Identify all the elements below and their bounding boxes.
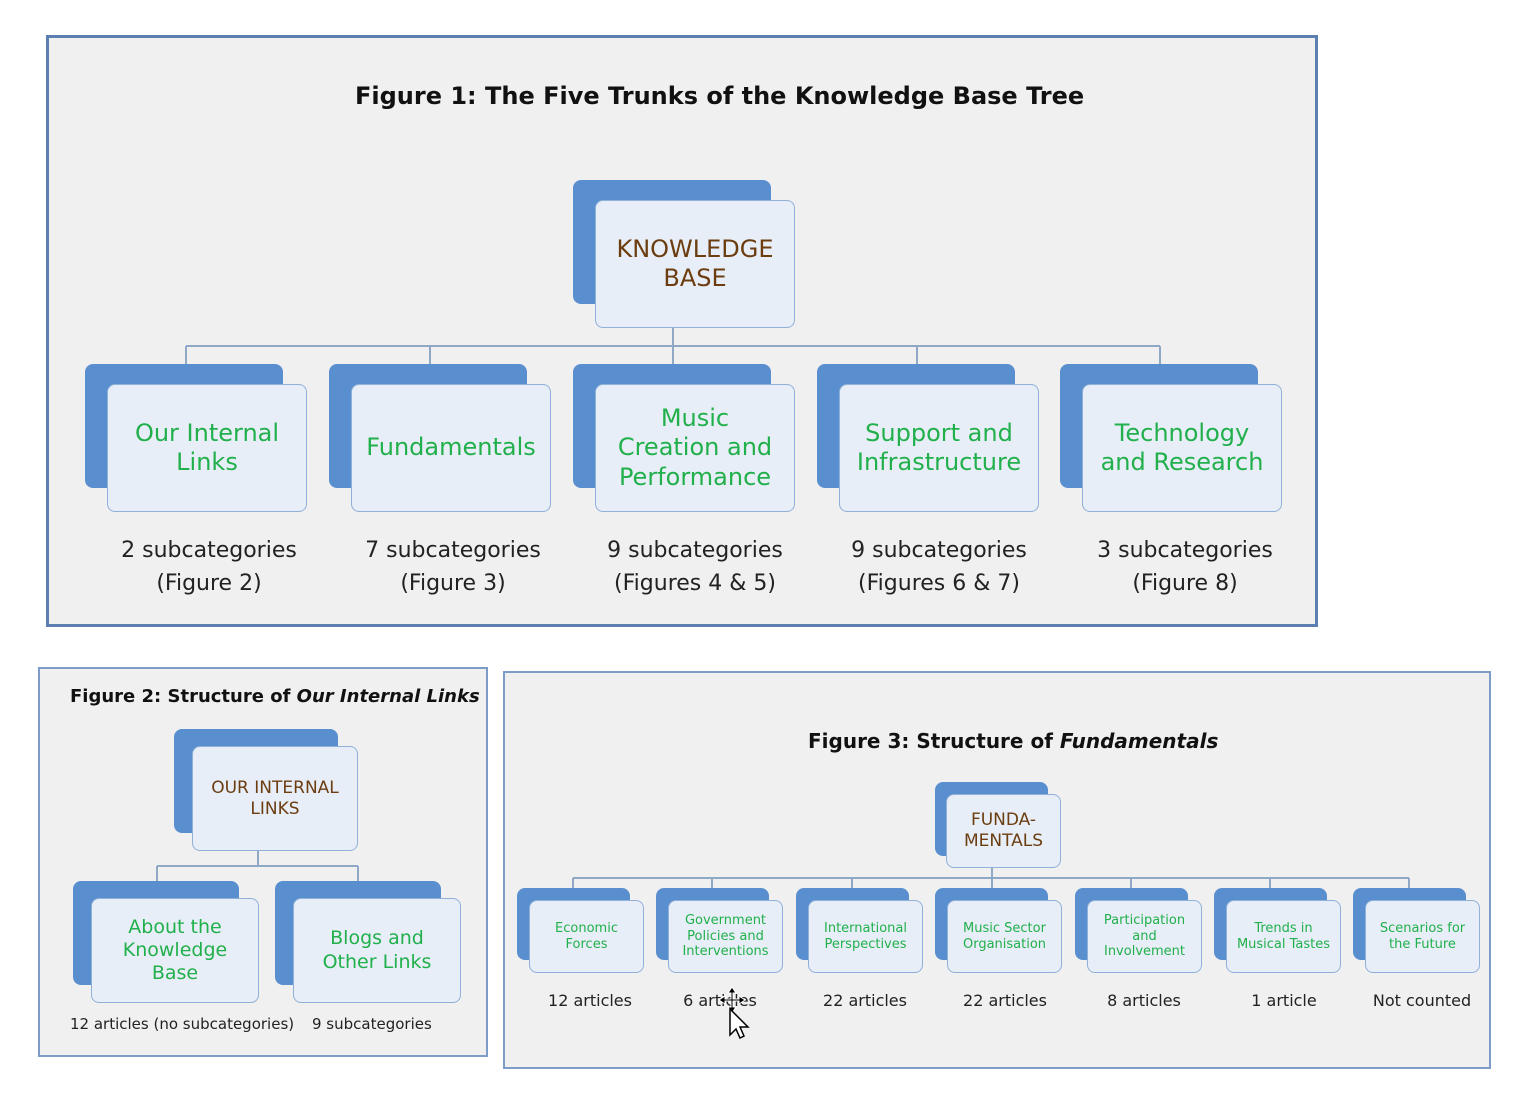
child-note: 12 articles [548, 991, 632, 1010]
figure-1-panel: Figure 1: The Five Trunks of the Knowled… [46, 35, 1318, 627]
trunk-caption: 9 subcategories (Figures 6 & 7) [819, 534, 1059, 600]
figure-1-title: Figure 1: The Five Trunks of the Knowled… [355, 82, 1085, 110]
child-note: 12 articles (no subcategories) [70, 1015, 295, 1033]
trunk-caption: 3 subcategories (Figure 8) [1065, 534, 1305, 600]
title-italic: Our Internal Links [296, 686, 480, 707]
fundamentals-root-node: FUNDA-MENTALS [935, 782, 1061, 868]
subcategory-count: 7 subcategories [365, 538, 541, 563]
figure-reference: (Figures 6 & 7) [858, 571, 1020, 596]
figure-reference: (Figures 4 & 5) [614, 571, 776, 596]
figure-reference: (Figure 2) [156, 571, 262, 596]
child-note: 8 articles [1107, 991, 1181, 1010]
trunk-label: Fundamentals [366, 433, 536, 462]
title-prefix: Figure 2: Structure of [70, 686, 297, 707]
figure-3-title: Figure 3: Structure of Fundamentals [808, 729, 1218, 753]
title-italic: Fundamentals [1059, 729, 1219, 753]
subcategory-count: 3 subcategories [1097, 538, 1273, 563]
figure-reference: (Figure 3) [400, 571, 506, 596]
subcategory-count: 9 subcategories [607, 538, 783, 563]
figure-reference: (Figure 8) [1132, 571, 1238, 596]
figure-3-panel: Figure 3: Structure of Fundamentals FUND… [503, 671, 1491, 1069]
child-note: 22 articles [963, 991, 1047, 1010]
subcategory-count: 2 subcategories [121, 538, 297, 563]
child-note: Not counted [1372, 991, 1472, 1010]
trunk-caption: 9 subcategories (Figures 4 & 5) [575, 534, 815, 600]
subcategory-count: 9 subcategories [851, 538, 1027, 563]
child-note: 9 subcategories [312, 1015, 432, 1033]
trunk-caption: 7 subcategories (Figure 3) [333, 534, 573, 600]
title-prefix: Figure 3: Structure of [808, 729, 1060, 753]
child-note: 22 articles [823, 991, 907, 1010]
trunk-caption: 2 subcategories (Figure 2) [89, 534, 329, 600]
move-cursor-icon [718, 986, 750, 1039]
root-node-label: FUNDA-MENTALS [963, 810, 1044, 851]
figure-2-connectors [156, 851, 359, 881]
figure-2-panel: Figure 2: Structure of Our Internal Link… [38, 667, 488, 1057]
child-note: 1 article [1251, 991, 1317, 1010]
trunk-node-fundamentals: Fundamentals [329, 364, 551, 512]
figure-1-connectors [185, 328, 1161, 364]
figure-2-title: Figure 2: Structure of Our Internal Link… [70, 686, 480, 707]
